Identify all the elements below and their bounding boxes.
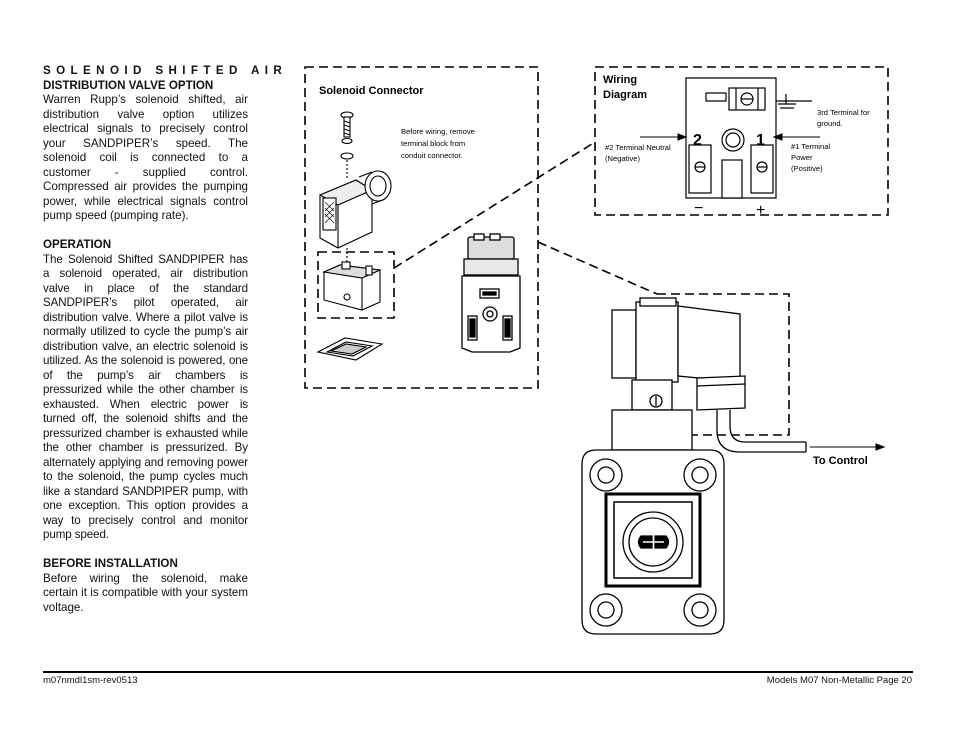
terminal1-label-2: Power: [791, 153, 813, 162]
section-title-before-installation: BEFORE INSTALLATION: [43, 557, 178, 570]
section-title-solenoid: SOLENOID SHIFTED AIR: [43, 64, 288, 77]
wiring-arrows: [640, 133, 820, 141]
text-column: SOLENOID SHIFTED AIR DISTRIBUTION VALVE …: [43, 64, 288, 615]
third-terminal-label-2: ground.: [817, 119, 843, 128]
footer-page-info: Models M07 Non-Metallic Page 20: [766, 675, 912, 686]
third-terminal-label-1: 3rd Terminal for: [817, 108, 870, 117]
solenoid-connector-label: Solenoid Connector: [319, 85, 424, 97]
before-wiring-note-3: conduit connector.: [401, 151, 463, 160]
terminal1-label-3: (Positive): [791, 164, 823, 173]
footer-rule: [43, 671, 913, 673]
section-title-solenoid-line2: DISTRIBUTION VALVE OPTION: [43, 78, 214, 92]
plug-front-view: [461, 233, 521, 353]
section-title-operation: OPERATION: [43, 238, 112, 251]
section-body-before-installation: Before wiring the solenoid, make certain…: [43, 571, 248, 614]
to-control-label: To Control: [813, 455, 868, 467]
terminal1-number: 1: [756, 132, 765, 149]
wiring-diagram-label-2: Diagram: [603, 89, 647, 101]
solenoid-connector-box: [304, 66, 539, 389]
section-body-solenoid: Warren Rupp’s solenoid shifted, air dist…: [43, 93, 248, 222]
terminal2-label-1: #2 Terminal Neutral: [605, 143, 671, 152]
terminal2-label-2: (Negative): [605, 154, 640, 163]
pump-drawing: [581, 297, 807, 635]
terminal1-label-1: #1 Terminal: [791, 142, 830, 151]
wiring-diagram-label-1: Wiring: [603, 74, 637, 86]
plus-sign: +: [756, 202, 765, 219]
footer-doc-id: m07nmdl1sm-rev0513: [43, 675, 138, 686]
wiring-diagram-box: [594, 66, 889, 216]
connector-exploded-drawing: [316, 111, 392, 361]
before-wiring-note-1: Before wiring, remove: [401, 127, 475, 136]
section-body-operation: The Solenoid Shifted SANDPIPER has a sol…: [43, 252, 248, 542]
terminal-block-drawing: [685, 77, 812, 199]
minus-sign: −: [694, 200, 703, 217]
to-control-arrow: [810, 443, 886, 451]
terminal2-number: 2: [693, 132, 702, 149]
before-wiring-note-2: terminal block from: [401, 139, 465, 148]
solenoid-detail-box: [656, 293, 790, 436]
